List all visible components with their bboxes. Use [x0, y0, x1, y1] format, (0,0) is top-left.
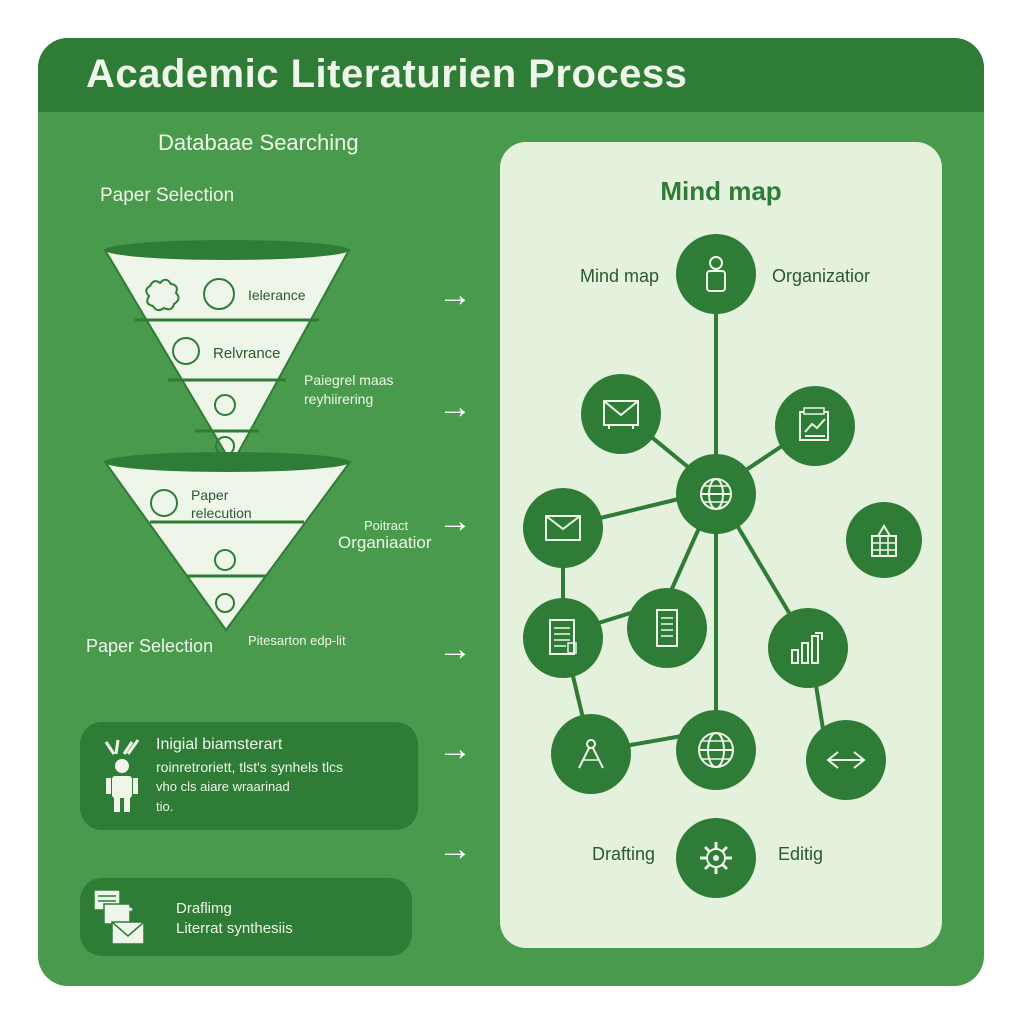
side-note-1-line2: reyhiirering: [304, 391, 374, 407]
mind-map-panel: Mind map Mind map Organizatior Drafting …: [500, 142, 942, 948]
envelope-icon: [545, 515, 581, 541]
info-box-1-line1: Inigial biamsterart: [156, 736, 283, 753]
paper-selection-bottom-label: Paper Selection: [86, 636, 214, 656]
mail-icon: [603, 400, 639, 429]
calendar-building-icon: [871, 524, 897, 557]
mind-map-node-label: Mind map: [580, 266, 660, 286]
info-box-drafting: Draflimg Literrat synthesiis: [80, 878, 412, 956]
process-board: Academic Literaturien Process Databaae S…: [38, 38, 984, 986]
title-bar: Academic Literaturien Process: [38, 38, 984, 112]
page-title: Academic Literaturien Process: [86, 52, 688, 96]
funnel-top: [103, 240, 351, 467]
editing-node-label: Editig: [778, 844, 824, 864]
info-box-2-line1: Draflimg: [176, 900, 232, 917]
side-note-2-line1: Poitract: [364, 518, 409, 533]
side-note-3: Pitesarton edp-lit: [248, 633, 346, 648]
envelope-node: [523, 488, 603, 568]
swap-arrows-icon: [826, 751, 866, 769]
person-icon: [706, 256, 726, 292]
file-list-icon: [656, 609, 678, 647]
person-node: [676, 234, 756, 314]
funnel2-row1-line2: relecution: [191, 505, 252, 521]
info-box-synthesis: Inigial biamsterart roinretroriett, tlst…: [80, 722, 418, 830]
gear-node: [676, 818, 756, 898]
document-chart-node: [775, 386, 855, 466]
organization-node-label: Organizatior: [772, 266, 871, 286]
relevance-circle-icon: [203, 278, 235, 310]
globe-icon: [698, 732, 734, 768]
drafting-node-label: Drafting: [592, 844, 656, 864]
info-box-2-line2: Literrat synthesiis: [176, 920, 293, 937]
filter-circle-icon: [214, 394, 236, 416]
puzzle-icon: [145, 278, 180, 312]
side-note-1: Paiegrel maas reyhiirering: [304, 371, 394, 409]
side-note-2-line2: Organiaatior: [338, 533, 432, 552]
info-box-1-line3: vho cls aiare wraarinad: [156, 779, 290, 794]
paper-selection-circle-icon: [150, 489, 178, 517]
file-list-node: [627, 588, 707, 668]
arrow-right-icon: →: [438, 276, 472, 314]
document-icon: [549, 619, 577, 655]
gear-icon: [700, 842, 732, 874]
info-box-1-line4: tio.: [156, 799, 174, 814]
arrow-right-icon: →: [438, 502, 472, 540]
mail-node: [581, 374, 661, 454]
paper-selection-top-label: Paper Selection: [100, 185, 235, 206]
funnel2-row1-line1: Paper: [191, 487, 229, 503]
summary-circle-icon: [215, 593, 235, 613]
relevance2-circle-icon: [172, 337, 200, 365]
compass-node: [551, 714, 631, 794]
globe-hub-node: [676, 454, 756, 534]
swap-arrows-node: [806, 720, 886, 800]
info-box-1-line2: roinretroriett, tlst's synhels tlcs: [156, 759, 344, 775]
funnel1-row2-label: Relvrance: [213, 345, 281, 362]
person-icon: [104, 739, 140, 812]
organization-circle-icon: [214, 549, 236, 571]
compass-icon: [578, 739, 604, 769]
funnel1-row1-label: Ielerance: [248, 287, 306, 303]
calendar-building-node: [846, 502, 922, 578]
bar-chart-icon: [791, 632, 823, 664]
bar-chart-node: [768, 608, 848, 688]
arrow-right-icon: →: [438, 830, 472, 868]
arrow-right-icon: →: [438, 388, 472, 426]
document-node: [523, 598, 603, 678]
funnel2-row1-label: Paper relecution: [191, 486, 252, 522]
globe-icon: [700, 478, 732, 510]
side-note-1-line1: Paiegrel maas: [304, 372, 394, 388]
funnel-bottom: [103, 452, 352, 632]
mind-map-title: Mind map: [660, 176, 782, 206]
globe-node: [676, 710, 756, 790]
arrow-right-icon: →: [438, 630, 472, 668]
documents-envelope-icon: [93, 889, 145, 945]
document-chart-icon: [799, 407, 829, 441]
database-searching-label: Databaae Searching: [158, 130, 359, 155]
arrow-right-icon: →: [438, 730, 472, 768]
